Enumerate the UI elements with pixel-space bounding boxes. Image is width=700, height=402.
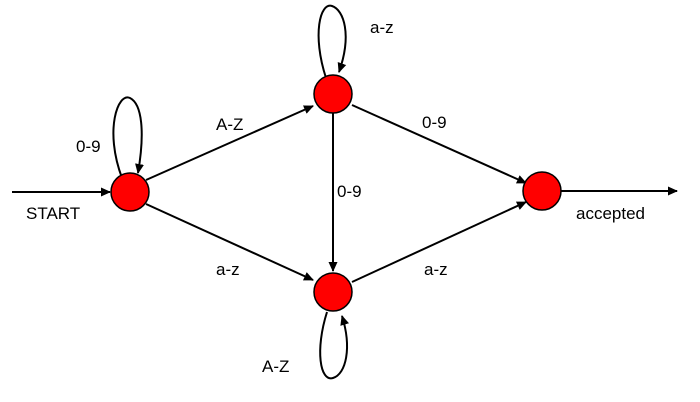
top-self-loop xyxy=(317,4,347,79)
label-start-to-top: A-Z xyxy=(216,115,243,134)
top-to-accept-arrow xyxy=(351,104,527,184)
start-self-loop xyxy=(112,96,144,179)
state-top xyxy=(313,74,353,114)
state-accept xyxy=(522,171,562,211)
label-loop-top: a-z xyxy=(370,18,394,37)
label-bottom-to-accept: a-z xyxy=(424,260,448,279)
label-accepted: accepted xyxy=(576,204,645,223)
state-bottom xyxy=(313,272,353,312)
state-start xyxy=(110,172,150,212)
start-to-top-arrow xyxy=(145,105,314,181)
label-start: START xyxy=(26,204,80,223)
start-to-bottom-arrow xyxy=(145,203,314,281)
label-top-to-bottom: 0-9 xyxy=(337,182,362,201)
label-loop-start: 0-9 xyxy=(76,137,101,156)
bottom-to-accept-arrow xyxy=(351,201,527,283)
label-start-to-bottom: a-z xyxy=(216,260,240,279)
label-top-to-accept: 0-9 xyxy=(422,113,447,132)
bottom-self-loop xyxy=(319,311,349,380)
label-loop-bottom: A-Z xyxy=(262,357,289,376)
